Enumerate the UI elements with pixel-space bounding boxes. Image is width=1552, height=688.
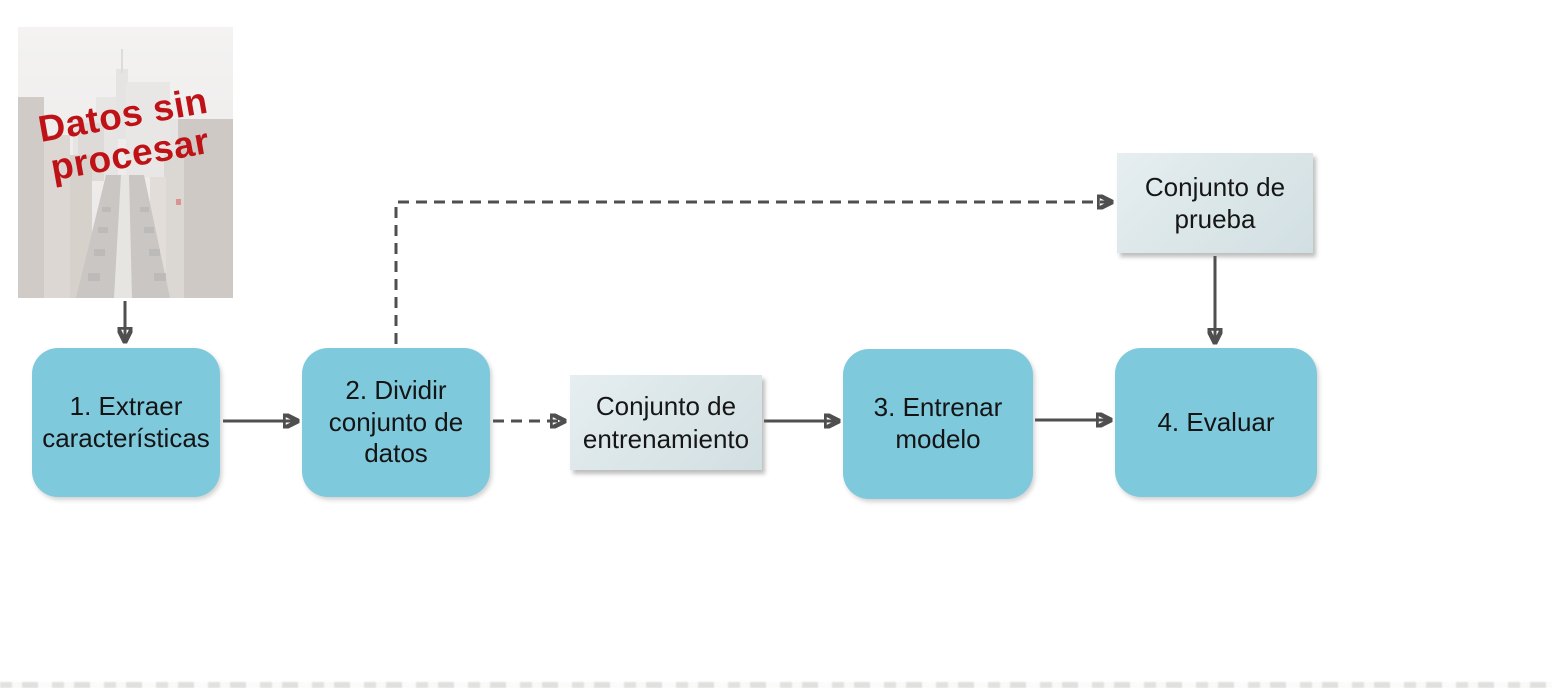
training-set-label: Conjunto de entrenamiento [582, 391, 750, 454]
test-set-label: Conjunto de prueba [1144, 171, 1286, 235]
city-photo-art [18, 27, 233, 298]
step-split-label: 2. Dividir conjunto de datos [328, 374, 464, 469]
arrow-split-to-test [394, 202, 1111, 344]
city-street-photo: Datos sin procesar [18, 27, 233, 298]
step-train-label: 3. Entrenar modelo [873, 392, 1003, 454]
training-set-box: Conjunto de entrenamiento [570, 375, 762, 470]
bottom-edge-artifact [0, 682, 1552, 688]
step-train-model: 3. Entrenar modelo [843, 349, 1033, 499]
test-set-box: Conjunto de prueba [1117, 153, 1313, 253]
step-split-dataset: 2. Dividir conjunto de datos [302, 348, 490, 497]
step-evaluate: 4. Evaluar [1115, 348, 1317, 497]
step-extract-features: 1. Extraer características [32, 348, 220, 497]
step-extract-label: 1. Extraer características [42, 390, 210, 453]
step-evaluate-label: 4. Evaluar [1157, 406, 1275, 437]
